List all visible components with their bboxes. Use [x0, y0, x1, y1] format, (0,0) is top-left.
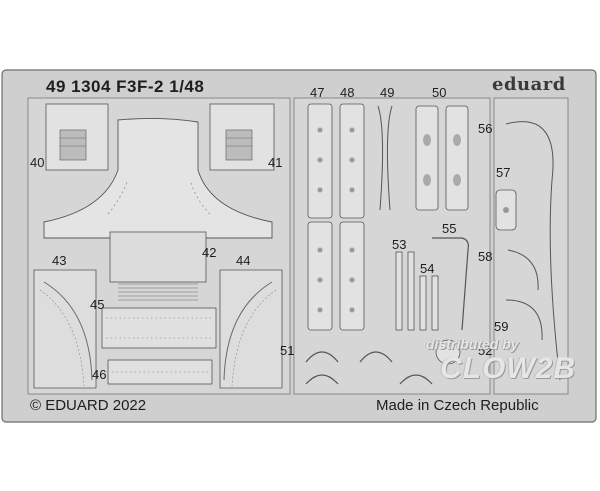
part-label-42: 42	[202, 245, 217, 260]
part-45	[101, 307, 217, 349]
part-47	[307, 103, 333, 331]
part-label-57: 57	[496, 165, 511, 180]
part-41	[209, 103, 275, 171]
part-label-44: 44	[236, 253, 251, 268]
part-40	[45, 103, 109, 171]
part-46	[107, 359, 213, 385]
part-59	[505, 299, 543, 341]
watermark-distributor: distributed by	[426, 336, 519, 352]
part-label-56: 56	[478, 121, 493, 136]
part-label-49: 49	[380, 85, 395, 100]
part-label-55: 55	[442, 221, 457, 236]
part-55	[432, 237, 469, 331]
part-label-54: 54	[420, 261, 435, 276]
part-label-41: 41	[268, 155, 283, 170]
part-48	[339, 103, 365, 331]
part-label-59: 59	[494, 319, 509, 334]
copyright-text: © EDUARD 2022	[30, 397, 147, 414]
part-42	[43, 117, 273, 301]
part-51	[305, 351, 433, 385]
part-label-47: 47	[310, 85, 325, 100]
origin-text: Made in Czech Republic	[376, 397, 539, 414]
part-43	[33, 269, 97, 389]
part-label-51: 51	[280, 343, 295, 358]
part-label-43: 43	[52, 253, 67, 268]
brand-logo: eduard	[492, 74, 566, 95]
part-49	[377, 105, 393, 211]
part-54	[419, 275, 439, 331]
far-right-frame	[493, 97, 569, 395]
part-label-58: 58	[478, 249, 493, 264]
part-53	[395, 251, 415, 331]
part-57	[495, 189, 517, 231]
part-52	[435, 339, 461, 365]
part-label-50: 50	[432, 85, 447, 100]
watermark-logo: CLOW2B	[440, 352, 576, 385]
part-label-48: 48	[340, 85, 355, 100]
part-label-52: 52	[478, 343, 493, 358]
part-58	[507, 249, 539, 291]
part-label-40: 40	[30, 155, 45, 170]
part-label-46: 46	[92, 367, 107, 382]
part-50	[415, 105, 469, 211]
part-label-45: 45	[90, 297, 105, 312]
kit-title: 49 1304 F3F-2 1/48	[46, 77, 205, 96]
part-label-53: 53	[392, 237, 407, 252]
part-56	[505, 121, 561, 381]
part-44	[219, 269, 283, 389]
